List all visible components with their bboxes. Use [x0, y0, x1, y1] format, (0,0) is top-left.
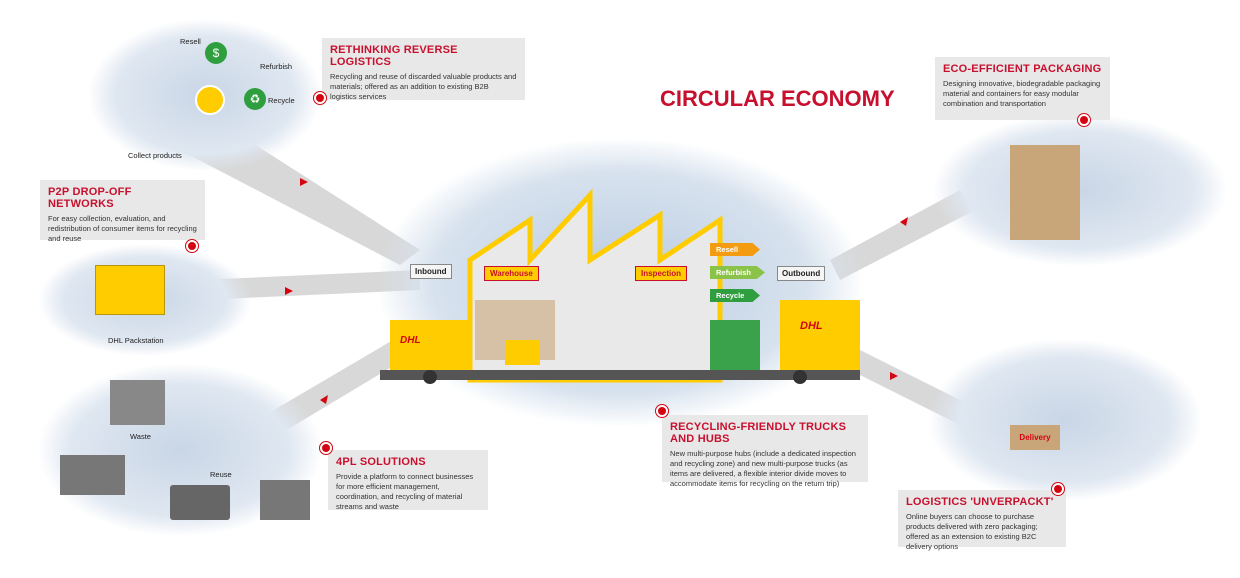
packaging-boxes — [1010, 145, 1080, 240]
marker-dot — [1078, 114, 1090, 126]
resell-arrow: Resell — [710, 243, 760, 256]
resell-label: Resell — [180, 37, 201, 46]
eco-packaging-title: ECO-EFFICIENT PACKAGING — [943, 63, 1102, 75]
packaging-scene — [935, 115, 1225, 265]
factory-icon — [110, 380, 165, 425]
refurbish-arrow: Refurbish — [710, 266, 765, 279]
unverpackt-text: Online buyers can choose to purchase pro… — [906, 512, 1038, 551]
refurbish-label: Refurbish — [260, 62, 293, 71]
inbound-sign: Inbound — [410, 264, 452, 279]
trucks-hubs-title: RECYCLING-FRIENDLY TRUCKS AND HUBS — [670, 421, 847, 445]
marker-dot — [314, 92, 326, 104]
recycle-arrow: Recycle — [710, 289, 760, 302]
p2p-box: P2P DROP-OFF NETWORKS For easy collectio… — [40, 180, 205, 243]
factory-icon-3 — [260, 480, 310, 520]
packstation-label: DHL Packstation — [108, 336, 164, 345]
marker-dot — [320, 442, 332, 454]
packstation-icon — [95, 265, 165, 315]
laptop-icon — [170, 485, 230, 520]
warehouse-sign: Warehouse — [484, 266, 539, 281]
magnifier-icon — [195, 85, 225, 115]
collect-products-label: Collect products — [128, 151, 182, 160]
outbound-sign: Outbound — [777, 266, 826, 281]
waste-label: Waste — [130, 432, 151, 441]
reverse-logistics-text: Recycling and reuse of discarded valuabl… — [330, 72, 517, 101]
recycle-icon: ♻ — [244, 88, 266, 110]
marker-dot — [656, 405, 668, 417]
4pl-title: 4PL SOLUTIONS — [336, 456, 426, 468]
4pl-text: Provide a platform to connect businesses… — [336, 472, 474, 511]
trucks-hubs-box: RECYCLING-FRIENDLY TRUCKS AND HUBS New m… — [662, 415, 868, 488]
p2p-title: P2P DROP-OFF NETWORKS — [48, 186, 132, 210]
factory-icon-2 — [60, 455, 125, 495]
unverpackt-box: LOGISTICS 'UNVERPACKT' Online buyers can… — [898, 490, 1066, 551]
truck-logo-left: DHL — [400, 335, 421, 346]
reverse-logistics-box: RETHINKING REVERSE LOGISTICS Recycling a… — [322, 38, 525, 101]
unverpackt-title: LOGISTICS 'UNVERPACKT' — [906, 496, 1054, 508]
marker-dot — [186, 240, 198, 252]
reuse-label: Reuse — [210, 470, 232, 479]
inspection-sign: Inspection — [635, 266, 688, 281]
eco-packaging-box: ECO-EFFICIENT PACKAGING Designing innova… — [935, 57, 1110, 120]
hub-building — [380, 188, 860, 384]
4pl-box: 4PL SOLUTIONS Provide a platform to conn… — [328, 450, 488, 511]
trucks-hubs-text: New multi-purpose hubs (include a dedica… — [670, 449, 856, 488]
p2p-text: For easy collection, evaluation, and red… — [48, 214, 197, 243]
page-title: CIRCULAR ECONOMY — [660, 86, 895, 111]
delivery-scene — [930, 340, 1200, 500]
marker-dot — [1052, 483, 1064, 495]
truck-logo-right: DHL — [800, 320, 823, 332]
recycle-label: Recycle — [268, 96, 295, 105]
dollar-icon: $ — [205, 42, 227, 64]
reverse-logistics-title: RETHINKING REVERSE LOGISTICS — [330, 44, 458, 68]
eco-packaging-text: Designing innovative, biodegradable pack… — [943, 79, 1101, 108]
delivery-box: Delivery — [1010, 425, 1060, 450]
